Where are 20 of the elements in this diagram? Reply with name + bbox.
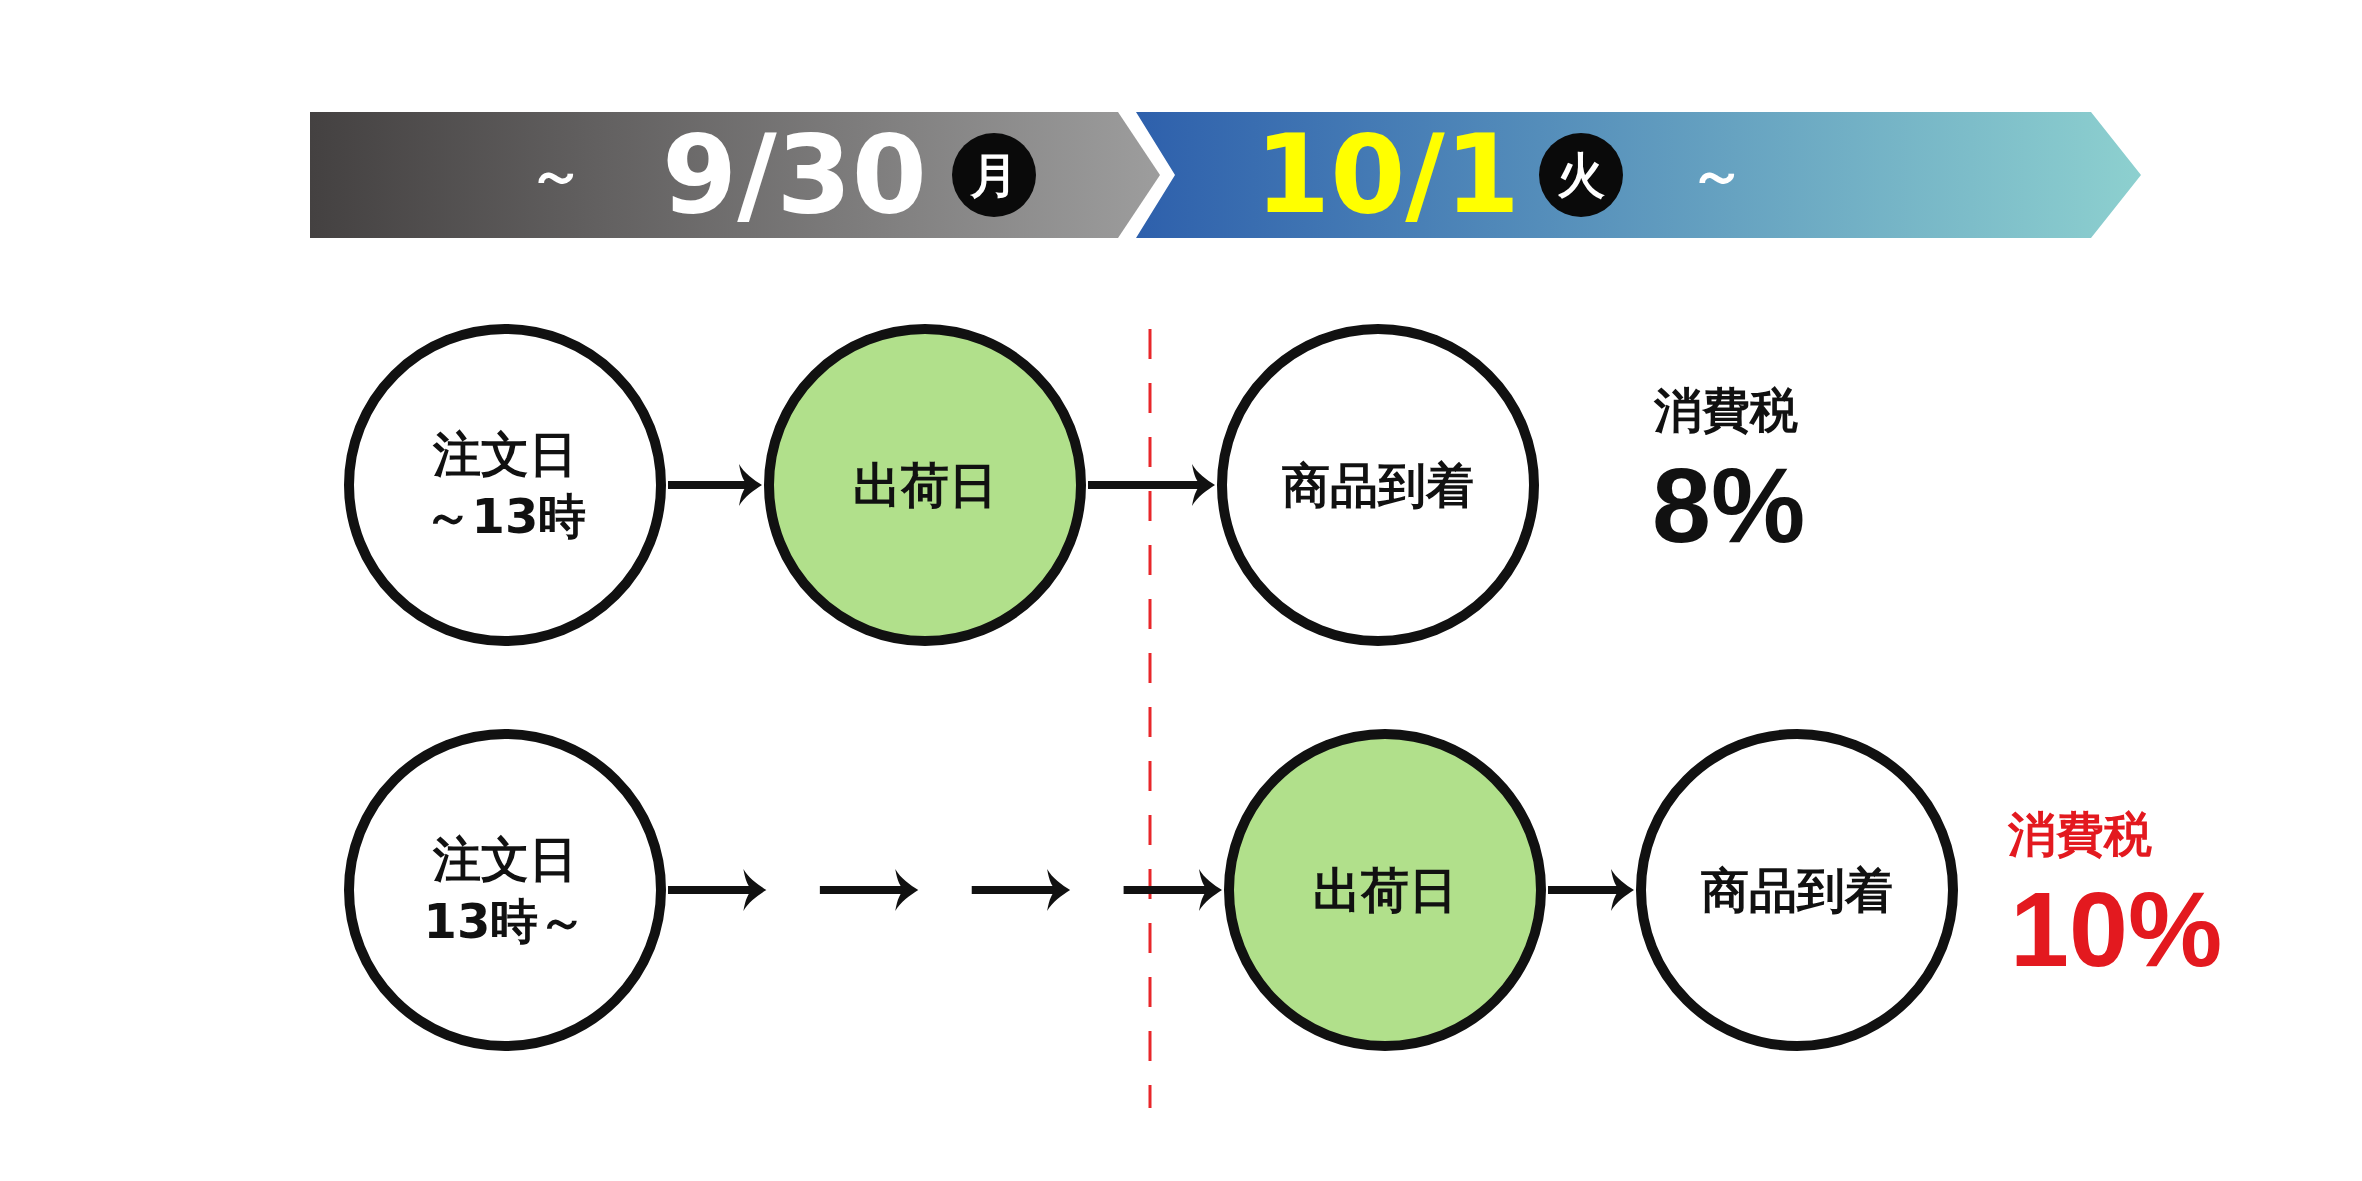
step-text: ～13時 xyxy=(423,487,587,546)
tilde-text: ～ xyxy=(528,142,584,208)
tax-label: 消費税 xyxy=(1654,384,1798,437)
tax-rate-text: 10% xyxy=(2010,876,2223,982)
step-text: 商品到着 xyxy=(1282,455,1474,515)
weekday-text: 月 xyxy=(970,148,1018,202)
tax-label: 消費税 xyxy=(2008,808,2152,861)
step-text: 注文日 xyxy=(433,424,577,484)
step-text: 商品到着 xyxy=(1701,860,1893,920)
date-banner xyxy=(1136,112,2141,238)
step-text: 注文日 xyxy=(433,829,577,889)
date-text: 10/1 xyxy=(1255,112,1520,238)
step-text: 出荷日 xyxy=(853,455,997,515)
date-banner xyxy=(310,112,1160,238)
date-text: 9/30 xyxy=(662,112,927,238)
tax-rate-text: 8% xyxy=(1652,452,1806,558)
step-text: 出荷日 xyxy=(1313,860,1457,920)
tilde-text: ～ xyxy=(1689,142,1745,208)
step-text: 13時～ xyxy=(423,892,587,951)
weekday-text: 火 xyxy=(1557,148,1605,202)
